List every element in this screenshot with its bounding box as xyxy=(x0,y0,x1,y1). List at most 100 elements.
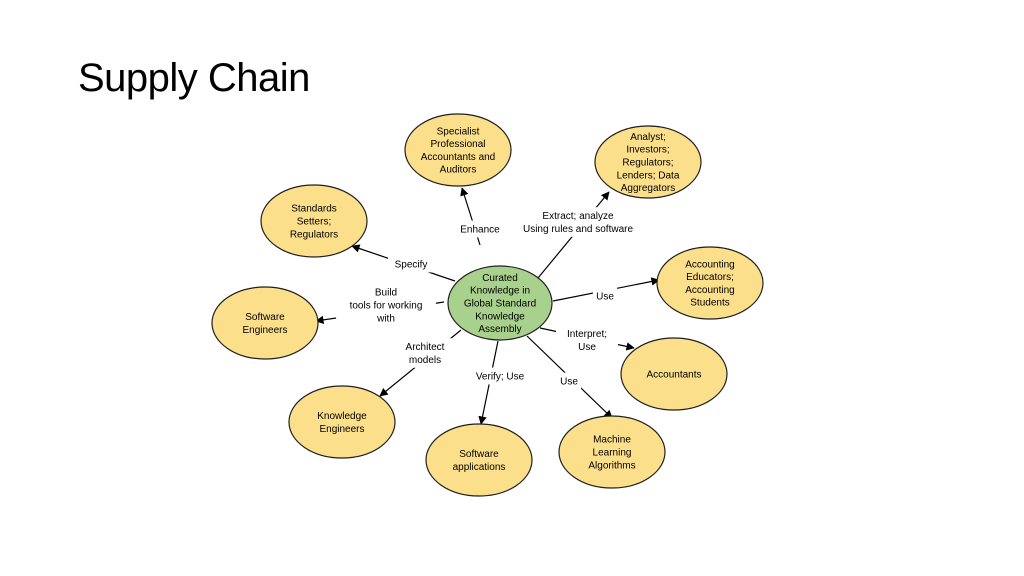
slide-title: Supply Chain xyxy=(78,56,310,100)
edge-build-label-line: Build xyxy=(375,288,397,299)
edge-interpret: Interpret; Use xyxy=(539,325,635,355)
edge-interpret-label-bg xyxy=(556,325,618,355)
edge-verify-label-line: Verify; Use xyxy=(476,372,525,383)
node-educators-label-line: Accounting xyxy=(685,285,734,296)
edge-interpret-label-line: Use xyxy=(578,342,596,353)
edge-use-ml: Use xyxy=(526,335,613,419)
node-center-label-line: Assembly xyxy=(478,324,521,335)
edge-use-educators-label-bg xyxy=(592,287,618,305)
edge-build-label-line: with xyxy=(376,313,395,324)
node-ml-ellipse xyxy=(558,415,666,489)
edge-verify: Verify; Use xyxy=(466,340,534,425)
edge-architect-label-bg xyxy=(396,338,454,368)
node-accountants-label: Accountants xyxy=(646,370,701,381)
node-accountants-ellipse xyxy=(620,337,728,411)
edge-extract-label-line: Extract; analyze xyxy=(542,211,614,222)
node-analyst-ellipse xyxy=(594,125,702,199)
edge-extract-label-line: Using rules and software xyxy=(523,224,633,235)
edge-enhance-label-bg xyxy=(457,220,503,238)
edge-architect-label-line: Architect xyxy=(406,342,445,353)
node-standards-label-line: Regulators xyxy=(290,229,338,240)
node-analyst-label-line: Lenders; Data xyxy=(617,170,680,181)
edge-use-ml-label-bg xyxy=(556,372,582,390)
node-analyst-label-line: Aggregators xyxy=(621,183,675,194)
node-educators-label-line: Students xyxy=(690,298,729,309)
node-analyst: Analyst; Investors; Regulators;Lenders; Da… xyxy=(594,125,702,199)
node-standards-label-line: Standards xyxy=(291,204,337,215)
node-ml-label-line: Algorithms xyxy=(588,460,635,471)
edge-use-educators-label-line: Use xyxy=(596,292,614,303)
edge-specify-label-line: Specify xyxy=(395,260,428,271)
node-specialist-label-line: Specialist xyxy=(437,126,480,137)
node-knowledge-engineers-label-line: Engineers xyxy=(319,424,364,435)
edge-interpret-label: Interpret; Use xyxy=(567,329,607,353)
edge-extract-label-bg xyxy=(509,207,647,237)
node-center-label-line: Global Standard xyxy=(464,299,536,310)
node-specialist-ellipse xyxy=(404,113,512,187)
node-knowledge-engineers-label-line: Knowledge xyxy=(317,411,367,422)
node-software-apps-label-line: applications xyxy=(453,462,506,473)
node-specialist-label-line: Accountants and xyxy=(421,152,496,163)
node-ml-label-line: Machine xyxy=(593,435,631,446)
edge-specify-label: Specify xyxy=(395,260,428,271)
node-analyst-label-line: Investors; xyxy=(626,145,669,156)
edge-use-ml-label-line: Use xyxy=(560,377,578,388)
node-educators-label-line: Educators; xyxy=(686,272,734,283)
edge-interpret-label-line: Interpret; xyxy=(567,329,607,340)
node-accountants-label-line: Accountants xyxy=(646,370,701,381)
node-center-label-line: Knowledge xyxy=(475,311,525,322)
edge-build-label-bg xyxy=(336,283,436,327)
node-specialist-label-line: Auditors xyxy=(440,165,477,176)
node-center-label-line: Knowledge in xyxy=(470,286,530,297)
edge-use-educators-label: Use xyxy=(596,292,614,303)
node-software-apps-label: Software applications xyxy=(453,449,506,473)
node-standards-ellipse xyxy=(260,184,368,258)
node-educators-ellipse xyxy=(656,246,764,320)
node-software-apps: Software applications xyxy=(425,423,533,497)
node-software-engineers-label-line: Engineers xyxy=(242,325,287,336)
edge-enhance-label: Enhance xyxy=(460,225,500,236)
node-software-engineers-label-line: Software xyxy=(245,312,285,323)
edge-enhance: Enhance xyxy=(457,187,503,246)
edge-use-ml-label: Use xyxy=(560,377,578,388)
node-analyst-label: Analyst; Investors; Regulators;Lenders; Da… xyxy=(617,132,680,194)
node-analyst-label-line: Regulators; xyxy=(622,158,673,169)
node-software-engineers-ellipse xyxy=(211,286,319,360)
node-standards-label-line: Setters; xyxy=(297,217,331,228)
node-analyst-label-line: Analyst; xyxy=(630,132,666,143)
edge-build-label-line: tools for working xyxy=(350,301,423,312)
node-center-label-line: Curated xyxy=(482,273,518,284)
node-software-apps-ellipse xyxy=(425,423,533,497)
edge-specify-label-bg xyxy=(388,255,434,273)
node-educators-label-line: Accounting xyxy=(685,259,734,270)
edge-use-educators: Use xyxy=(552,277,660,305)
node-knowledge-engineers-ellipse xyxy=(288,385,396,459)
node-center-ellipse xyxy=(447,265,553,341)
edge-specify: Specify xyxy=(351,244,456,282)
node-accountants: Accountants xyxy=(620,337,728,411)
edge-verify-label-bg xyxy=(466,367,534,385)
node-specialist-label-line: Professional xyxy=(430,139,485,150)
node-software-apps-label-line: Software xyxy=(459,449,499,460)
